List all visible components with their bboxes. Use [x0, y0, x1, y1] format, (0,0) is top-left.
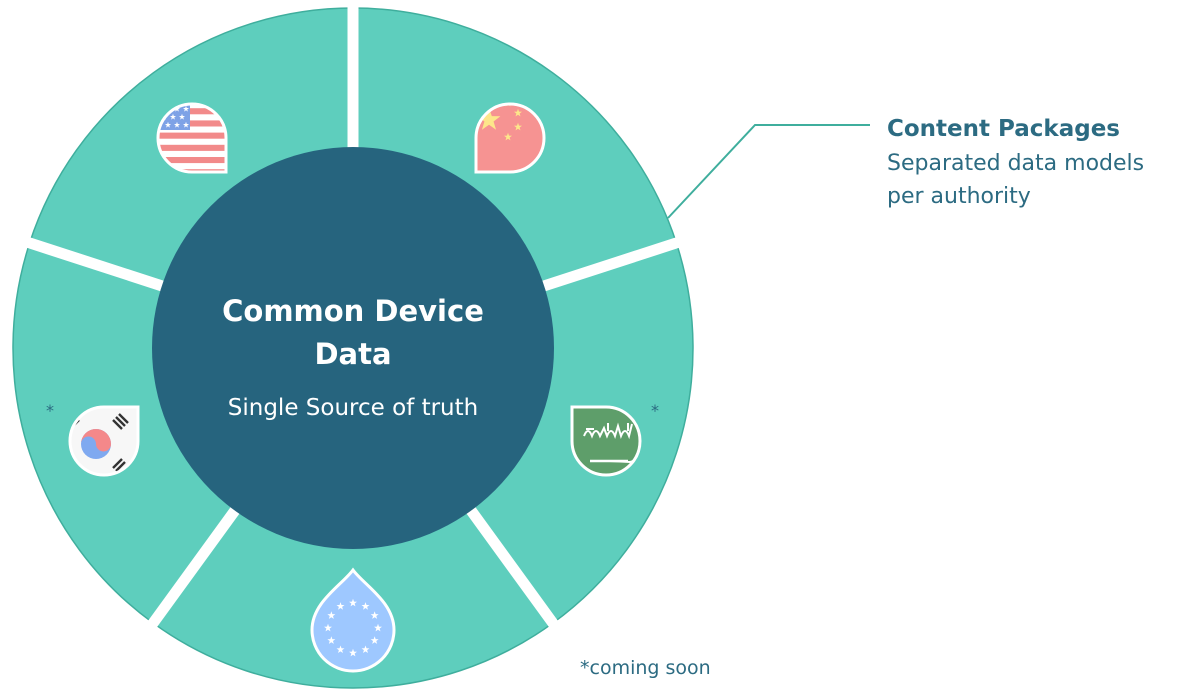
- callout-desc-line2: per authority: [887, 184, 1031, 209]
- common-device-data-circle: [152, 147, 554, 549]
- callout-desc-line1: Separated data models: [887, 151, 1144, 176]
- eu-flag-icon: [310, 567, 396, 673]
- korea-flag-icon: [68, 405, 140, 477]
- china-flag-icon: [474, 102, 546, 174]
- coming-soon-mark-saudi: *: [651, 401, 659, 420]
- us-flag-icon: [156, 102, 228, 174]
- callout-leader-line: [667, 124, 870, 219]
- callout-title: Content Packages: [887, 116, 1120, 142]
- saudi-flag-icon: [570, 405, 642, 477]
- coming-soon-footnote: *coming soon: [580, 657, 711, 679]
- center-title-line1: Common Device: [222, 294, 484, 328]
- center-subtitle: Single Source of truth: [228, 395, 478, 421]
- coming-soon-mark-korea: *: [46, 401, 54, 420]
- center-title-line2: Data: [314, 337, 391, 371]
